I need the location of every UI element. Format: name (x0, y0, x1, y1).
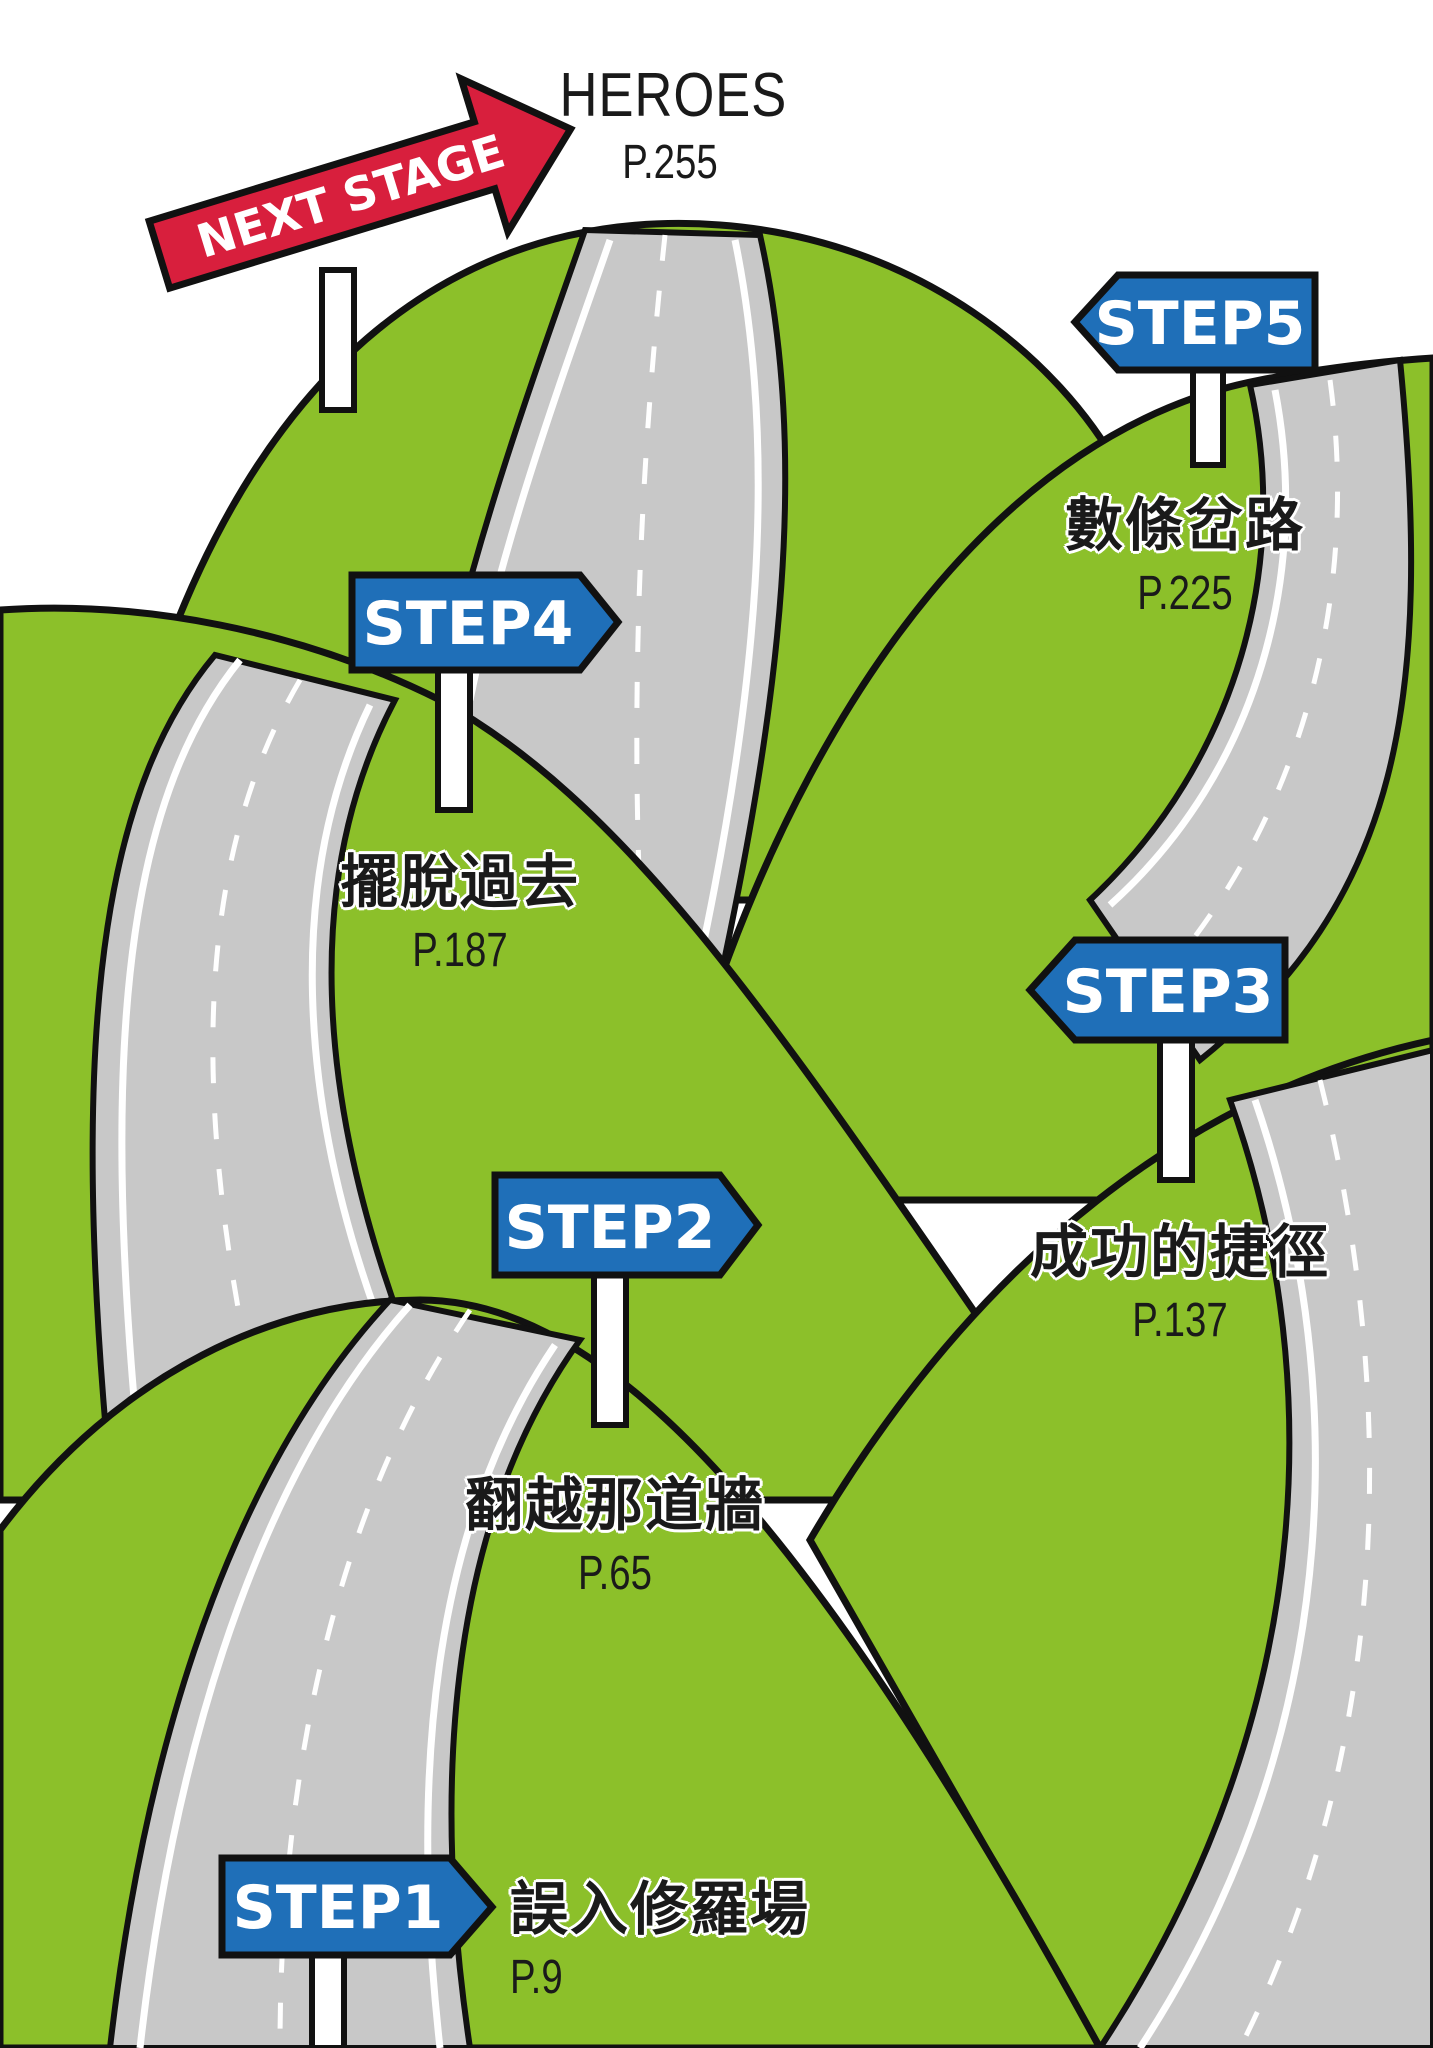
road-top-edge (696, 239, 762, 961)
step2-sign-text: STEP2 (505, 1193, 716, 1263)
road-left-edge (308, 703, 379, 1312)
step3-page: P.137 (1132, 1294, 1228, 1347)
step5-page: P.225 (1137, 567, 1233, 620)
step2-sign: STEP2 (491, 1171, 763, 1279)
step2-title: 翻越那道牆 (464, 1471, 765, 1539)
step3-label: 成功的捷徑 P.137 (995, 1205, 1365, 1348)
road-left-dash (210, 678, 303, 1371)
road-mid-right-dash (1237, 1079, 1373, 2048)
step1-sign: STEP1 (218, 1854, 497, 1959)
step4-sign: STEP4 (348, 571, 623, 674)
step5-title: 數條岔路 (1064, 491, 1305, 559)
road-mid-right (1096, 1046, 1433, 2048)
road-right-edge (1107, 389, 1290, 908)
step5-sign: STEP5 (1070, 271, 1319, 374)
road-front-edge (136, 1302, 413, 2048)
step2-page: P.65 (577, 1547, 653, 1600)
step1-page: P.9 (510, 1951, 563, 2004)
step2-label: 翻越那道牆 P.65 (430, 1458, 800, 1601)
next-stage-page: P.255 (622, 136, 718, 189)
step4-label: 擺脫過去 P.187 (310, 835, 610, 978)
road-top (436, 226, 789, 987)
road-left-edge (118, 657, 243, 1411)
post-step2 (591, 1272, 629, 1428)
next-stage-title: HEROES (559, 61, 788, 130)
post-step3 (1157, 1032, 1195, 1183)
step4-sign-text: STEP4 (363, 589, 574, 659)
post-step4 (435, 667, 473, 813)
step5-label: 數條岔路 P.225 (1020, 478, 1350, 621)
road-mid-right-edge (1137, 1098, 1319, 2048)
step1-sign-text: STEP1 (233, 1873, 444, 1943)
step3-sign: STEP3 (1025, 936, 1289, 1044)
step4-page: P.187 (412, 924, 508, 977)
step4-title: 擺脫過去 (339, 848, 580, 916)
next-stage-label: HEROES P.255 (540, 60, 800, 190)
step3-title: 成功的捷徑 (1029, 1218, 1330, 1286)
step3-sign-text: STEP3 (1063, 957, 1274, 1027)
step5-sign-text: STEP5 (1095, 289, 1306, 359)
step1-label: 誤入修羅場 P.9 (510, 1862, 870, 2005)
step1-title: 誤入修羅場 (510, 1875, 811, 1943)
post-step5 (1190, 357, 1226, 468)
road-top-dash (634, 234, 668, 901)
post-next-stage (319, 267, 357, 413)
